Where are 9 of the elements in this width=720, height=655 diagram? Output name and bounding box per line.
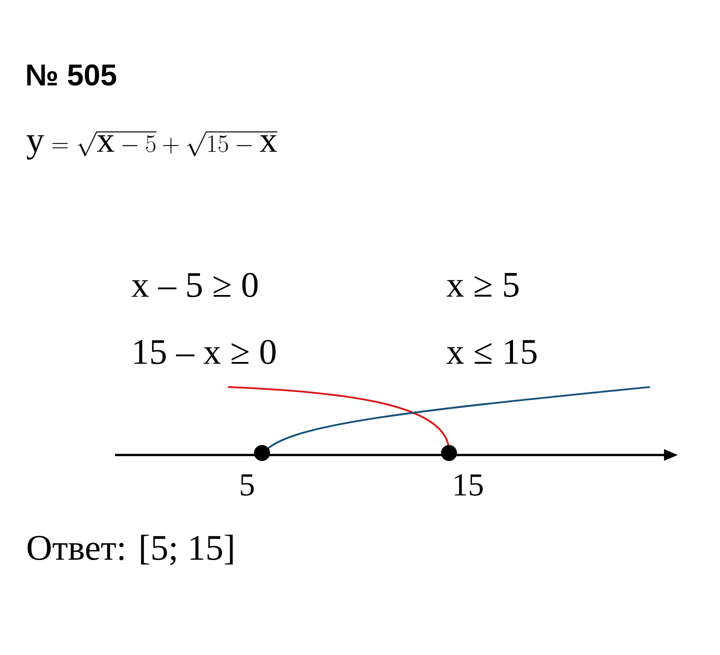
- solution: x ≥ 5: [446, 273, 519, 297]
- answer-text: Ответ: [5; 15]: [28, 534, 233, 566]
- inequality: 15 – x ≥ 0: [134, 340, 276, 364]
- problem-number: № 505: [27, 64, 116, 86]
- inequality: x – 5 ≥ 0: [132, 272, 258, 298]
- function-formula: $\mathrm{y} = \sqrt{\mathrm{x} - 5} + \sqrt{15 - \mathrm{x}}$: [26, 131, 278, 160]
- solution: x ≤ 15: [446, 340, 537, 364]
- axis-tick-label: 5: [240, 474, 254, 496]
- axis-tick-label: 15: [454, 474, 483, 496]
